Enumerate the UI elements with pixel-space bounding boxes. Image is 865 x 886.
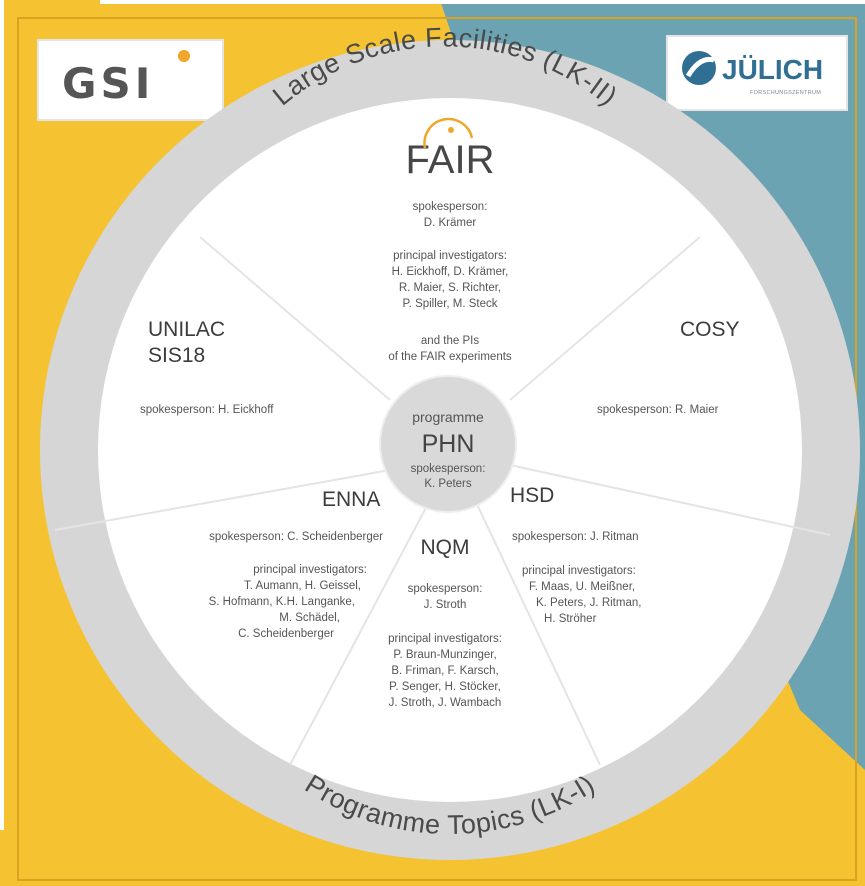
hsd-line: F. Maas, U. Meißner, [529, 581, 635, 593]
fair-segment: spokesperson: D. Krämer principal invest… [388, 201, 512, 363]
unilac-name: UNILAC [148, 318, 225, 341]
nqm-segment: NQM spokesperson: J. Stroth principal in… [388, 536, 502, 709]
fair-line: H. Eickhoff, D. Krämer, [392, 266, 509, 278]
fair-logo: FAIR [406, 117, 495, 182]
svg-text:FAIR: FAIR [406, 138, 495, 182]
nqm-line: B. Friman, F. Karsch, [391, 665, 498, 677]
juelich-emblem-icon [682, 51, 716, 85]
nqm-line: principal investigators: [388, 633, 502, 645]
hub-title: PHN [422, 430, 475, 458]
cosy-segment: COSY spokesperson: R. Maier [597, 318, 740, 416]
hsd-line: spokesperson: J. Ritman [512, 531, 639, 543]
fair-line: and the PIs [421, 335, 479, 347]
unilac-spokesperson: spokesperson: H. Eickhoff [140, 404, 274, 416]
fair-line: P. Spiller, M. Steck [402, 298, 497, 310]
hsd-line: principal investigators: [522, 565, 636, 577]
segment-dividers [54, 236, 831, 766]
nqm-line: spokesperson: [408, 583, 483, 595]
fair-line: of the FAIR experiments [388, 351, 512, 363]
hsd-line: H. Ströher [544, 613, 597, 625]
enna-line: T. Aumann, H. Geissel, [244, 580, 361, 592]
enna-segment: ENNA spokesperson: C. Scheidenberger pri… [209, 488, 384, 640]
nqm-line: P. Braun-Munzinger, [393, 649, 496, 661]
hub-programme: programme [412, 409, 484, 425]
hsd-name: HSD [510, 484, 554, 507]
fair-line: spokesperson: [413, 201, 488, 213]
frame-corner-top [100, 0, 865, 4]
nqm-name: NQM [421, 536, 470, 559]
hub-spokesperson-name: K. Peters [424, 478, 472, 490]
hsd-segment: HSD spokesperson: J. Ritman principal in… [510, 484, 641, 625]
svg-text:GSI: GSI [62, 59, 154, 108]
enna-name: ENNA [322, 488, 380, 511]
nqm-line: J. Stroth, J. Wambach [389, 697, 502, 709]
fair-line: principal investigators: [393, 250, 507, 262]
fair-line: D. Krämer [424, 217, 477, 229]
cosy-name: COSY [680, 318, 740, 341]
enna-line: M. Schädel, [279, 612, 340, 624]
svg-text:FORSCHUNGSZENTRUM: FORSCHUNGSZENTRUM [750, 90, 821, 96]
cosy-spokesperson: spokesperson: R. Maier [597, 404, 719, 416]
hub-spokesperson-label: spokesperson: [411, 463, 486, 475]
nqm-line: J. Stroth [424, 599, 467, 611]
sis18-name: SIS18 [148, 344, 205, 367]
nqm-line: P. Senger, H. Stöcker, [389, 681, 501, 693]
gsi-logo: GSI [37, 39, 224, 121]
unilac-segment: UNILAC SIS18 spokesperson: H. Eickhoff [140, 318, 274, 416]
enna-line: C. Scheidenberger [238, 628, 334, 640]
enna-line: S. Hofmann, K.H. Langanke, [209, 596, 355, 608]
frame-corner-left [0, 0, 4, 830]
enna-line: principal investigators: [253, 564, 367, 576]
juelich-logo: JÜLICH FORSCHUNGSZENTRUM [666, 35, 848, 111]
central-hub: programme PHN spokesperson: K. Peters [379, 375, 517, 513]
enna-line: spokesperson: C. Scheidenberger [209, 531, 383, 543]
svg-text:JÜLICH: JÜLICH [722, 54, 823, 85]
fair-line: R. Maier, S. Richter, [399, 282, 501, 294]
hsd-line: K. Peters, J. Ritman, [536, 597, 641, 609]
